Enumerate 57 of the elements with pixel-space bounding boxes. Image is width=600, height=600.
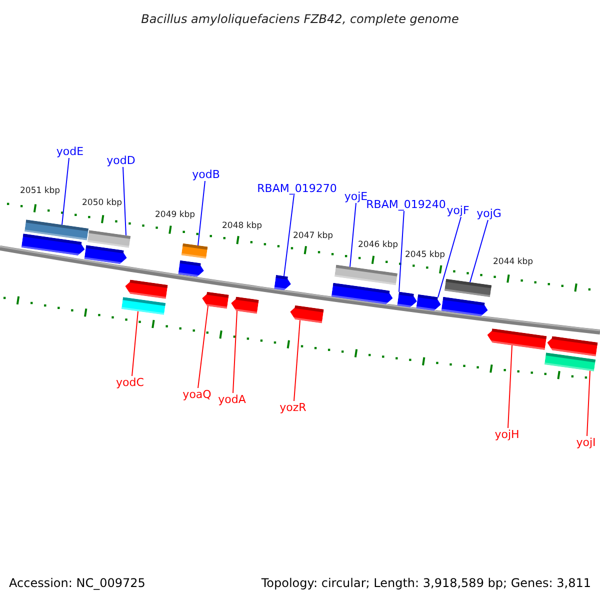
scale-label: 2051 kbp	[20, 186, 60, 196]
leader-line	[398, 210, 404, 292]
gene-block	[334, 264, 398, 286]
gene-feature	[124, 279, 168, 299]
leader-line	[62, 158, 70, 226]
gene-label: yojI	[576, 436, 596, 449]
scale-label: 2048 kbp	[222, 221, 262, 231]
gene-feature	[274, 274, 292, 292]
leader-line	[294, 320, 300, 402]
leader-line	[132, 310, 138, 376]
gene-label: RBAM_019270	[257, 182, 337, 195]
leader-line	[232, 310, 238, 394]
leader-line	[508, 344, 512, 428]
scale-label: 2044 kbp	[493, 257, 534, 267]
gene-feature	[178, 260, 204, 278]
leader-line	[122, 166, 126, 236]
gene-label: yodD	[106, 154, 136, 167]
gene-feature	[396, 292, 418, 308]
gene-label: yozR	[280, 401, 306, 414]
scale-label: 2046 kbp	[358, 240, 398, 250]
leader-line	[198, 306, 208, 388]
title: Bacillus amyloliquefaciens FZB42, complete genome	[140, 11, 460, 28]
gene-feature	[288, 304, 324, 324]
accession-text: Accession: NC_009725	[9, 575, 146, 592]
scale-label: 2049 kbp	[155, 210, 196, 220]
gene-label: yoaQ	[182, 388, 212, 401]
gene-block	[24, 220, 88, 240]
leader-line	[284, 194, 294, 277]
gene-label: yodA	[218, 393, 246, 406]
gene-block	[544, 352, 596, 372]
leader-line	[586, 370, 590, 436]
gene-label: yojG	[476, 207, 502, 220]
gene-feature	[546, 336, 598, 356]
leader-line	[198, 180, 206, 246]
gene-label: yojH	[494, 428, 520, 441]
leader-line	[470, 220, 488, 283]
gene-block	[444, 278, 492, 298]
leader-line	[438, 216, 462, 298]
scale-label: 2047 kbp	[293, 231, 334, 241]
gene-feature	[416, 294, 442, 312]
gene-feature	[84, 245, 128, 265]
scale-label: 2045 kbp	[405, 250, 446, 260]
gene-label: yodE	[56, 145, 84, 158]
gene-label: yojF	[446, 204, 470, 217]
gene-label: yodC	[116, 376, 144, 389]
genome-stats-text: Topology: circular; Length: 3,918,589 bp; Genes: 3,811	[261, 575, 591, 592]
scale-label: 2050 kbp	[82, 198, 122, 208]
gene-label: yojE	[344, 190, 368, 203]
gene-block	[180, 243, 208, 259]
gene-label: RBAM_019240	[366, 198, 446, 211]
gene-block	[87, 230, 131, 248]
gene-feature	[486, 328, 546, 350]
gene-label: yodB	[192, 168, 220, 181]
gene-feature	[330, 282, 394, 306]
gene-feature	[201, 291, 229, 309]
gene-block	[120, 297, 166, 315]
gene-feature	[230, 296, 258, 314]
